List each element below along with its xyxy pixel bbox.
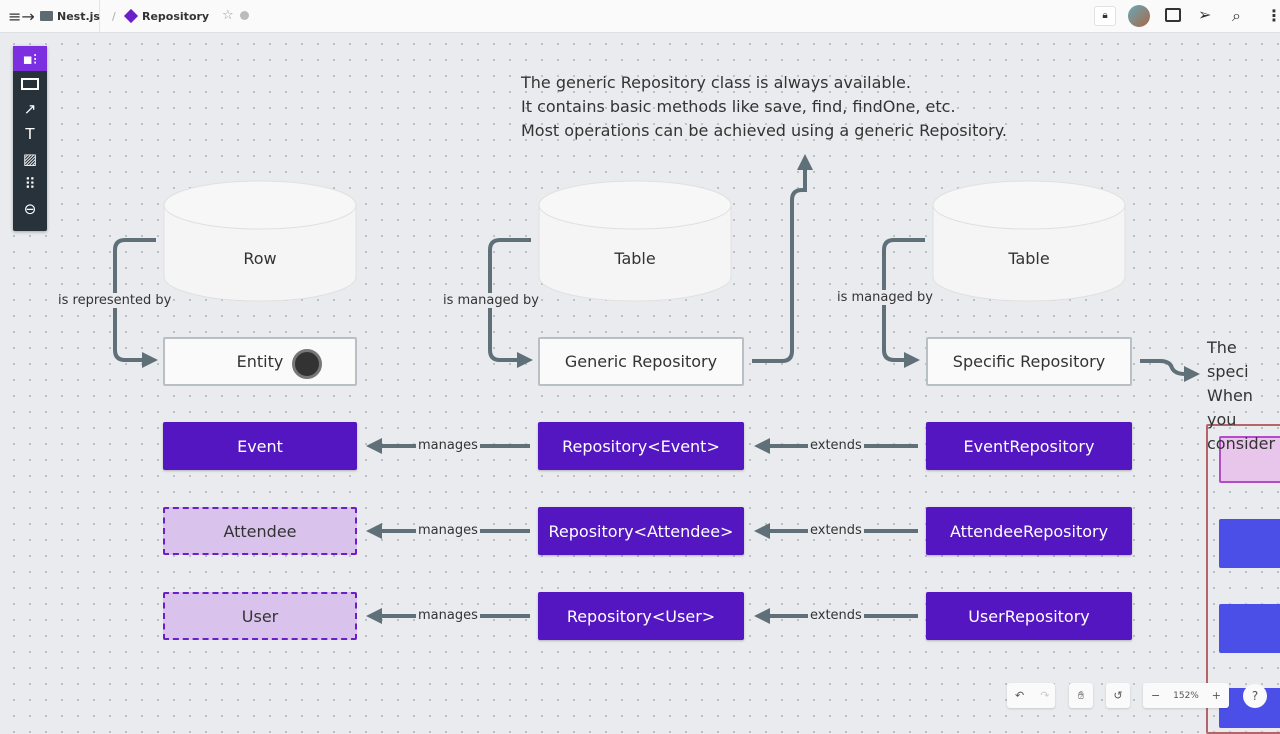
zoom-level[interactable]: 152% [1173, 690, 1199, 701]
image-icon[interactable]: ▨ [22, 149, 38, 168]
box-label: Repository<User> [566, 606, 716, 626]
box-label: Repository<Event> [562, 436, 720, 456]
note-line: When you [1207, 386, 1253, 429]
repository-event[interactable]: Repository<Event> [538, 422, 744, 470]
box-label: EventRepository [963, 436, 1095, 456]
note-line: consider [1207, 434, 1276, 453]
zoom-out-button[interactable]: − [1151, 689, 1161, 702]
cylinder-label: Table [614, 249, 656, 268]
note-line: It contains basic methods like save, fin… [521, 97, 956, 116]
star-icon[interactable]: ☆ [222, 8, 234, 23]
box-label: UserRepository [968, 606, 1090, 626]
edge-label: extends [808, 608, 864, 623]
help-button[interactable]: ? [1243, 684, 1267, 708]
box-label: AttendeeRepository [949, 521, 1109, 541]
avatar[interactable] [1128, 5, 1150, 27]
attendee-repository[interactable]: AttendeeRepository [926, 507, 1132, 555]
history-controls: ↶↷ [1007, 683, 1055, 708]
box-label: Generic Repository [564, 352, 718, 371]
box-label: Event [237, 436, 283, 456]
menu-icon[interactable]: ≡→ [8, 7, 35, 26]
generic-repository-box[interactable]: Generic Repository [538, 337, 744, 386]
top-bar: ≡→ Nest.js / Repository ☆ 🔒︎ ➢ ⌕ ⋮ [0, 0, 1280, 33]
event-repository[interactable]: EventRepository [926, 422, 1132, 470]
user-repository[interactable]: UserRepository [926, 592, 1132, 640]
edge-label: extends [808, 523, 864, 538]
specific-repository-box[interactable]: Specific Repository [926, 337, 1132, 386]
cylinder-row[interactable]: Row [163, 180, 357, 302]
frames-icon[interactable]: ▪⁝ [13, 46, 47, 71]
note-line: The generic Repository class is always a… [521, 73, 911, 92]
breadcrumb-board[interactable]: Repository [142, 10, 210, 23]
relation-label: is managed by [441, 293, 541, 308]
cylinder-table-specific[interactable]: Table [932, 180, 1126, 302]
search-icon[interactable]: ⌕ [1232, 6, 1241, 25]
repository-attendee[interactable]: Repository<Attendee> [538, 507, 744, 555]
box-label: Attendee [223, 521, 297, 541]
breadcrumb-folder[interactable]: Nest.js [57, 10, 100, 23]
hand-tool[interactable]: ✋︎ [1069, 683, 1093, 708]
arrow-icon[interactable]: ↗ [23, 99, 37, 118]
link-icon[interactable]: ⊖ [23, 199, 37, 218]
relation-label: is represented by [56, 293, 174, 308]
zoom-in-button[interactable]: + [1211, 689, 1221, 702]
edge-label: manages [416, 523, 480, 538]
redo-icon[interactable]: ↷ [1040, 689, 1050, 702]
note-line: The speci [1207, 338, 1249, 381]
entity-user[interactable]: User [163, 592, 357, 640]
comment-icon[interactable] [1165, 8, 1181, 22]
folder-icon [40, 11, 53, 21]
history-button[interactable]: ↺ [1106, 683, 1130, 708]
verified-icon [240, 11, 249, 20]
box-label: Entity [236, 352, 284, 371]
grid-icon[interactable]: ⠿ [24, 174, 36, 193]
undo-icon[interactable]: ↶ [1015, 689, 1025, 702]
edge-label: manages [416, 438, 480, 453]
rectangle-icon[interactable] [13, 71, 47, 96]
relation-label: is managed by [835, 290, 935, 305]
specific-repository-note: The speci When you consider [1207, 336, 1280, 456]
entity-event[interactable]: Event [163, 422, 357, 470]
breadcrumb-separator: / [112, 10, 116, 23]
note-line: Most operations can be achieved using a … [521, 121, 1007, 140]
box-label: Repository<Attendee> [548, 521, 734, 541]
zoom-controls: − 152% + [1143, 683, 1229, 708]
text-icon[interactable]: T [25, 124, 35, 143]
cylinder-table-generic[interactable]: Table [538, 180, 732, 302]
frame-box[interactable] [1219, 436, 1280, 483]
lock-icon[interactable]: 🔒︎ [1094, 6, 1116, 26]
frame-box[interactable] [1219, 519, 1280, 568]
entity-attendee[interactable]: Attendee [163, 507, 357, 555]
repository-user[interactable]: Repository<User> [538, 592, 744, 640]
share-icon[interactable]: ➢ [1198, 5, 1212, 24]
frame-box[interactable] [1219, 604, 1280, 653]
cylinder-label: Row [243, 249, 277, 268]
entity-box[interactable]: Entity [163, 337, 357, 386]
cylinder-label: Table [1008, 249, 1050, 268]
edge-label: extends [808, 438, 864, 453]
hand-icon: ✋︎ [1077, 688, 1085, 702]
box-label: User [241, 606, 279, 626]
cursor-indicator [292, 349, 322, 379]
box-label: Specific Repository [952, 352, 1106, 371]
generic-repository-note: The generic Repository class is always a… [521, 71, 1007, 143]
more-icon[interactable]: ⋮ [1266, 6, 1280, 25]
edge-label: manages [416, 608, 480, 623]
history-icon: ↺ [1113, 689, 1123, 702]
tools-panel: ▪⁝ ↗ T ▨ ⠿ ⊖ [13, 46, 47, 231]
